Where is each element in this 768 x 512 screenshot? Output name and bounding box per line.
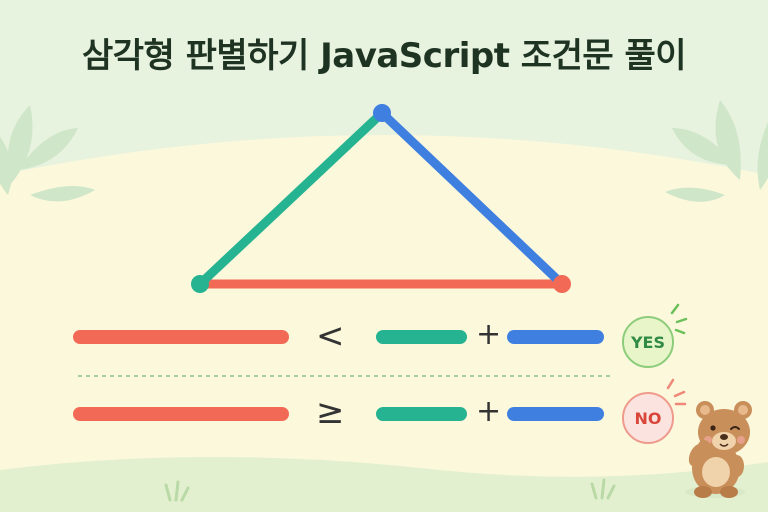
grass-sprigs xyxy=(164,478,616,502)
vertex-left xyxy=(191,275,209,293)
plus-operator-row2: + xyxy=(476,394,502,429)
plus-operator-row1: + xyxy=(476,317,502,352)
triangle-side-b xyxy=(195,108,387,289)
leaf-left-icon xyxy=(0,105,95,202)
no-badge: NO xyxy=(622,392,674,444)
triangle-side-c xyxy=(377,108,567,289)
vertex-top xyxy=(373,104,391,122)
leaf-right-icon xyxy=(665,100,768,202)
less-than-operator: < xyxy=(316,316,345,356)
sparkle-yes-icon xyxy=(670,303,688,335)
page-title: 삼각형 판별하기 JavaScript 조건문 풀이 xyxy=(81,36,687,76)
grass-strip xyxy=(0,456,768,512)
bear-icon xyxy=(685,401,752,498)
vertex-right xyxy=(553,275,571,293)
yes-badge: YES xyxy=(622,316,674,368)
sparkle-no-icon xyxy=(666,378,687,406)
greater-equal-operator: ≥ xyxy=(316,392,345,432)
